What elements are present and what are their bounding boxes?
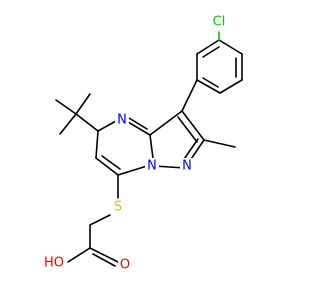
- atom-label: Cl: [213, 15, 226, 30]
- molecule-structure-diagram: Cl N N N S HO O: [42, 14, 243, 274]
- bond: [59, 113, 77, 135]
- bond: [95, 130, 99, 159]
- chlorine-atom: Cl: [209, 14, 231, 31]
- bond-layer: [55, 31, 243, 267]
- bond: [75, 93, 91, 115]
- bond: [153, 165, 186, 169]
- bond: [177, 116, 198, 143]
- bond: [128, 117, 148, 130]
- sulfur-atom: S: [111, 199, 125, 216]
- atom-label: S: [114, 200, 122, 215]
- bond: [202, 77, 219, 88]
- bond: [75, 113, 99, 132]
- bond: [149, 110, 183, 136]
- bond: [95, 157, 119, 176]
- bond: [97, 120, 117, 132]
- bond: [127, 121, 151, 136]
- hydroxyl-group: HO: [42, 255, 66, 272]
- bond: [101, 155, 121, 170]
- atom-label: O: [120, 258, 130, 273]
- atom-label: N: [182, 159, 192, 174]
- carbonyl-oxygen-atom: O: [118, 257, 132, 274]
- bond: [196, 39, 220, 55]
- bond: [219, 79, 243, 94]
- bond: [117, 165, 148, 176]
- bond: [202, 46, 220, 58]
- bond: [89, 214, 111, 226]
- bond: [181, 110, 205, 141]
- pyrimidine-nitrogen-atom: N: [115, 112, 129, 129]
- atom-label-layer: Cl N N N S HO O: [42, 14, 231, 274]
- bond: [92, 253, 116, 267]
- bond: [196, 79, 221, 94]
- bond: [203, 139, 236, 148]
- pyrazole-nitrogen-atom: N: [180, 158, 194, 175]
- bond: [89, 247, 119, 263]
- atom-label: N: [147, 159, 157, 174]
- atom-label: HO: [44, 256, 64, 271]
- bond: [181, 79, 198, 112]
- bridgehead-nitrogen-atom: N: [145, 158, 159, 175]
- bond: [67, 247, 91, 263]
- atom-label: N: [117, 113, 127, 128]
- bond: [218, 39, 243, 55]
- bond: [55, 99, 77, 115]
